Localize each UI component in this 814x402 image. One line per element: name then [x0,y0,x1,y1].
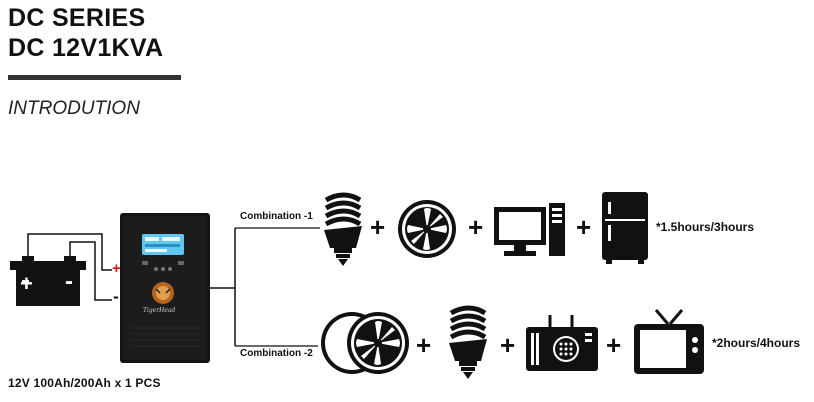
computer-icon [494,203,565,256]
plus-sign: + [416,330,432,360]
title-underline [8,75,181,80]
fridge-icon [602,192,648,264]
plus-sign: + [370,212,386,242]
battery-positive-symbol: + [20,271,33,296]
inverter-negative-input: - [113,287,119,306]
battery-negative-symbol: - [65,268,73,295]
double-fan-icon [321,312,409,374]
inverter-brand-label: TigerHead [143,307,176,314]
combination-2-duration: *2hours/4hours [712,336,801,350]
inverter-icon [120,213,210,363]
battery-caption: 12V 100Ah/200Ah x 1 PCS [8,376,161,390]
combination-2-label: Combination -2 [240,348,313,359]
fan-icon [398,200,456,258]
inverter-positive-input: + [112,260,121,277]
cfl-bulb-icon [449,305,487,379]
combination-1-label: Combination -1 [240,211,313,222]
combination-connector [210,227,320,347]
radio-icon [526,315,598,371]
plus-sign: + [606,330,622,360]
series-title: DC SERIES [8,4,146,32]
combination-1-duration: *1.5hours/3hours [656,220,755,234]
tv-icon [634,309,704,374]
battery-icon [10,233,112,306]
plus-sign: + [500,330,516,360]
section-heading: INTRODUTION [8,98,140,119]
cfl-bulb-icon [324,192,362,266]
plus-sign: + [468,212,484,242]
plus-sign: + [576,212,592,242]
model-title: DC 12V1KVA [8,34,164,62]
